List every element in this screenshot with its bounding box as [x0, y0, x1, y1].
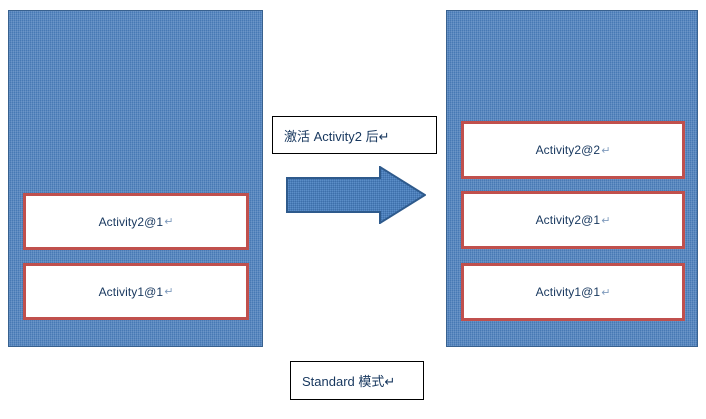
right-block-arrow — [286, 166, 426, 224]
activity-card: Activity2@1↵ — [461, 191, 685, 249]
activity-card-label: Activity2@1 — [535, 213, 601, 227]
activity-card-label: Activity1@1 — [535, 285, 601, 299]
activity-card-label: Activity2@1 — [98, 214, 164, 229]
activity-card: Activity1@1↵ — [461, 263, 685, 321]
paragraph-mark-icon: ↵ — [164, 286, 174, 298]
paragraph-mark-icon: ↵ — [601, 144, 611, 157]
activity-card-label: Activity1@1 — [98, 284, 164, 299]
activity-card: Activity2@1↵ — [23, 193, 249, 250]
activity-card-label: Activity2@2 — [535, 143, 601, 157]
activity-card: Activity1@1↵ — [23, 263, 249, 320]
transition-caption-box: 激活 Activity2 后↵ — [272, 116, 437, 154]
activity-card: Activity2@2↵ — [461, 121, 685, 179]
paragraph-mark-icon: ↵ — [164, 216, 174, 228]
launch-mode-caption-box: Standard 模式↵ — [290, 361, 424, 400]
paragraph-mark-icon: ↵ — [601, 286, 611, 299]
paragraph-mark-icon: ↵ — [601, 214, 611, 227]
after-task-stack-panel: Activity2@2↵ Activity2@1↵ Activity1@1↵ — [446, 10, 698, 347]
transition-caption-label: 激活 Activity2 后↵ — [284, 128, 390, 144]
launch-mode-caption-label: Standard 模式↵ — [302, 374, 396, 389]
before-task-stack-panel: Activity2@1↵ Activity1@1↵ — [8, 10, 263, 347]
